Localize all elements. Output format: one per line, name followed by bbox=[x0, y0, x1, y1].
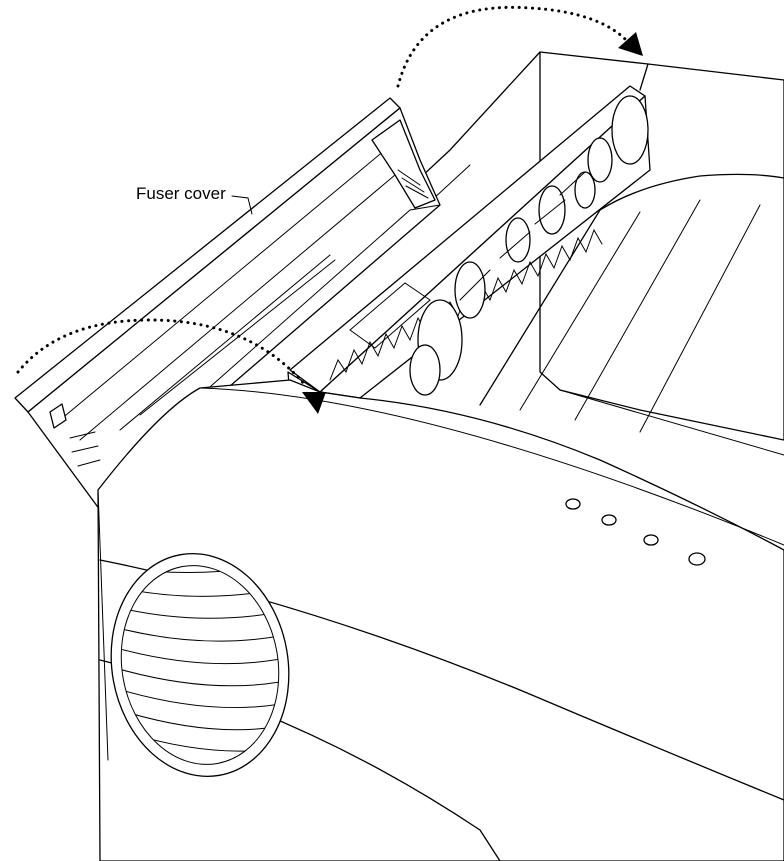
bottom-arrowhead-icon bbox=[302, 392, 326, 414]
status-lights bbox=[565, 498, 706, 566]
status-light-3 bbox=[643, 534, 659, 546]
status-light-2 bbox=[601, 514, 617, 526]
top-motion-arrow bbox=[396, 5, 630, 88]
bottom-motion-arrow bbox=[16, 318, 307, 387]
status-light-1 bbox=[565, 498, 581, 510]
fuser-cover bbox=[14, 97, 441, 511]
fuser-rollers bbox=[409, 95, 649, 396]
status-light-4 bbox=[688, 552, 706, 566]
fuser-cover-leader-line bbox=[231, 195, 253, 215]
fuser-cover-callout: Fuser cover bbox=[136, 184, 253, 215]
fuser-cover-label: Fuser cover bbox=[136, 184, 226, 203]
fuser-assembly bbox=[287, 85, 651, 421]
top-arrowhead-icon bbox=[618, 32, 643, 56]
motion-arrows bbox=[16, 5, 643, 414]
